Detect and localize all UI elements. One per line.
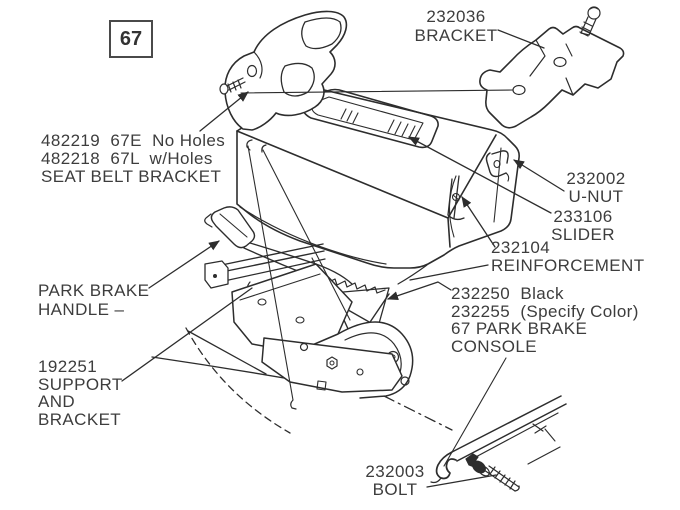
label-line: BRACKET (414, 25, 498, 45)
park-brake-handle-mechanism-drawing (204, 206, 414, 410)
label-line: 67 PARK BRAKE (451, 319, 588, 338)
label-line: 232104 (491, 238, 551, 257)
label-slider: 233106 SLIDER (543, 208, 623, 243)
label-line: BOLT (372, 479, 418, 499)
seat-belt-screw-drawing (219, 77, 246, 95)
leader-reinforcement (461, 196, 496, 248)
label-seat-belt-bracket: 482219 67E No Holes 482218 67L w/Holes S… (41, 132, 225, 186)
leader-support-bracket (121, 287, 253, 382)
label-reinforcement: 232104 REINFORCEMENT (491, 239, 644, 274)
leader-seat-belt-bracket (199, 91, 249, 132)
leader-lines (121, 29, 565, 488)
label-support-and-bracket: 192251 SUPPORT AND BRACKET (38, 358, 123, 428)
label-line: 232003 (365, 462, 425, 481)
label-line: 192251 (38, 357, 98, 376)
seat-belt-bracket-drawing (219, 10, 348, 153)
label-line: BRACKET (38, 409, 122, 429)
label-line: 232250 Black (451, 284, 564, 303)
label-line: 232255 (Specify Color) (451, 301, 639, 321)
label-bolt: 232003 BOLT (360, 463, 430, 498)
label-park-brake-handle: PARK BRAKE HANDLE – (38, 281, 149, 319)
label-line: 482219 67E No Holes (41, 131, 226, 150)
label-line: U-NUT (568, 186, 624, 206)
leader-slider (408, 136, 552, 214)
label-line: CONSOLE (451, 336, 537, 356)
label-line: 233106 (553, 207, 613, 226)
label-line: 482218 67L w/Holes (41, 149, 213, 168)
leader-reinforcement-edge (409, 264, 489, 281)
figure-number-box: 67 (109, 20, 153, 58)
label-u-nut: 232002 U-NUT (556, 170, 636, 205)
label-line: 232036 (426, 7, 486, 26)
leader-console (387, 281, 452, 301)
leader-u-nut (513, 159, 565, 192)
leader-bolt (426, 474, 497, 488)
label-park-brake-console: 232250 Black 232255 (Specify Color) 67 P… (451, 285, 639, 355)
label-line: SLIDER (551, 224, 615, 244)
leader-park-brake-handle (148, 240, 220, 289)
alignment-lines (240, 89, 514, 467)
label-line: SEAT BELT BRACKET (41, 167, 222, 186)
label-line: 232002 (566, 169, 626, 188)
leader-bracket-232036 (497, 29, 545, 49)
slider-rib-marks (340, 108, 416, 139)
park-brake-console-drawing (236, 87, 520, 285)
label-line: SUPPORT (38, 374, 123, 394)
bolt-232003-drawing (465, 453, 520, 492)
label-bracket-232036: 232036 BRACKET (404, 7, 508, 45)
label-line: PARK BRAKE (38, 281, 150, 300)
label-line: HANDLE – (38, 300, 125, 319)
label-line: AND (38, 392, 76, 411)
sill-and-bolt-drawing (430, 395, 567, 492)
label-line: REINFORCEMENT (491, 255, 645, 275)
bracket-232036-drawing (479, 6, 625, 129)
figure-number: 67 (119, 27, 143, 50)
bracket-screw-drawing (579, 6, 601, 37)
